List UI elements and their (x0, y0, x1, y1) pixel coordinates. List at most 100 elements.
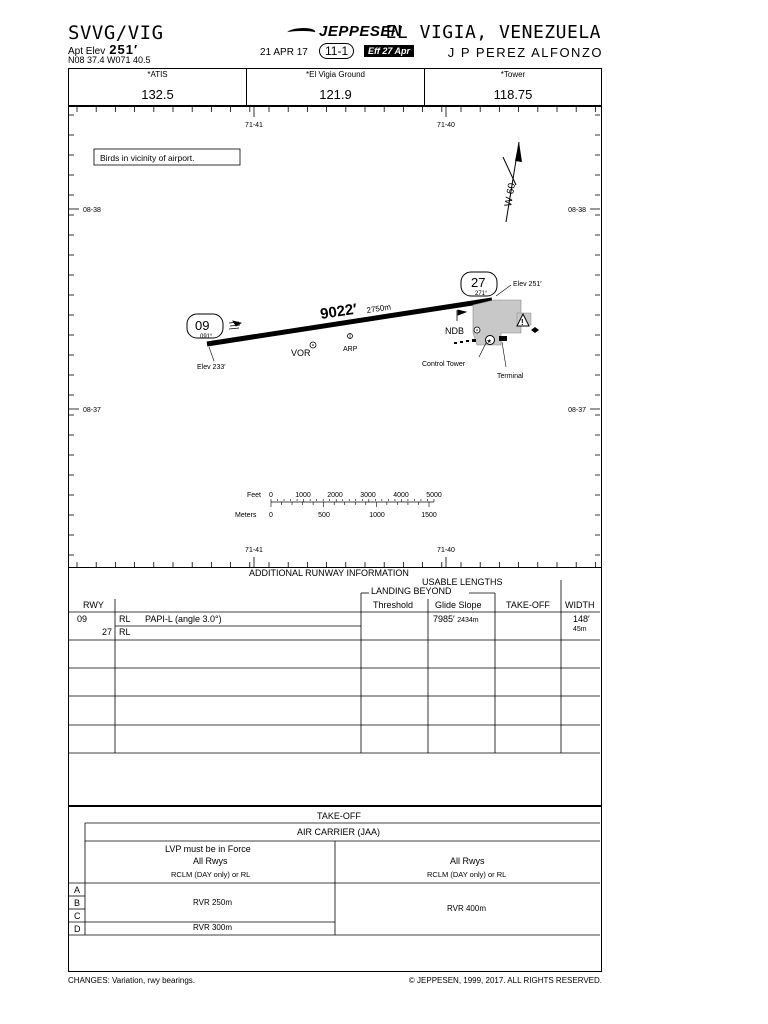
row-27-lights: RL (119, 627, 131, 637)
freq-value: 132.5 (141, 87, 174, 102)
airport-diagram-svg: 71-41 71-40 71-41 71-40 08-38 08-38 08-3… (69, 107, 600, 567)
scale-feet-tick: 1000 (295, 492, 311, 499)
bird-note-box (93, 148, 241, 166)
lon-label-bottom-2: 71-40 (437, 547, 455, 554)
scale-feet-label: Feet (247, 492, 261, 499)
vor-label: VOR (291, 348, 311, 358)
effective-date-badge: Eff 27 Apr (364, 45, 415, 57)
runway-09-27 (206, 297, 493, 347)
chart-page-id: 11-1 (319, 43, 355, 59)
brand-text: JEPPESEN (319, 23, 403, 40)
runway-length-ft: 9022′ (319, 301, 358, 323)
takeoff-title: TAKE-OFF (317, 811, 361, 821)
changes-note: CHANGES: Variation, rwy bearings. (68, 976, 196, 985)
airport-diagram: 71-41 71-40 71-41 71-40 08-38 08-38 08-3… (68, 106, 602, 568)
scale-feet-tick: 5000 (426, 492, 442, 499)
apt-elev-value: 251′ (109, 42, 139, 57)
copyright: © JEPPESEN, 1999, 2017. ALL RIGHTS RESER… (408, 976, 602, 985)
rwy-27-bearing: 271° (475, 291, 488, 297)
lon-label-top-2: 71-40 (437, 122, 455, 129)
rwy-27-label-box (460, 271, 498, 297)
scale-meters-label: Meters (235, 512, 257, 519)
lon-label-bottom-1: 71-41 (245, 547, 263, 554)
row-09-info: PAPI-L (angle 3.0°) (145, 614, 222, 624)
city-name: EL VIGIA, VENEZUELA (385, 22, 601, 43)
row-09-width-m: 45m (573, 626, 587, 633)
category-c: C (74, 911, 81, 921)
rwy-27-elev: Elev 251′ (513, 281, 542, 288)
category-b: B (74, 898, 81, 908)
freq-tower: *Tower 118.75 (425, 69, 601, 105)
apt-elev-label: Apt Elev (68, 46, 106, 57)
glide-slope-m: 2434m (457, 617, 479, 624)
airport-ident: SVVG/VIG (68, 22, 164, 44)
rvr-d: RVR 300m (193, 923, 232, 932)
warning-icon (516, 312, 530, 327)
apron-area (472, 299, 522, 346)
rwy-09-number: 09 (195, 318, 209, 333)
lat-label-right-1: 08-38 (568, 207, 586, 214)
chart-date: 21 APR 17 (260, 47, 308, 58)
control-tower-label: Control Tower (422, 361, 466, 368)
row-09-glide-slope: 7985′ 2434m (433, 614, 479, 624)
lat-label-left-1: 08-38 (83, 207, 101, 214)
magnetic-variation: W-60 (503, 182, 518, 208)
rvr-right: RVR 400m (447, 904, 486, 913)
lvp-header: LVP must be in Force (165, 844, 251, 854)
category-d: D (74, 924, 81, 934)
terminal-building-icon (499, 336, 507, 341)
scale-meter-tick: 1500 (421, 512, 437, 519)
right-all-rwys: All Rwys (450, 856, 485, 866)
left-all-rwys: All Rwys (193, 856, 228, 866)
freq-value: 118.75 (493, 87, 533, 102)
rwy-09-bearing: 091° (200, 334, 213, 340)
airport-name: J P PEREZ ALFONZO (447, 45, 603, 60)
rwy-09-elev: Elev 233′ (197, 364, 226, 371)
control-tower-icon (485, 335, 495, 345)
col-takeoff: TAKE-OFF (506, 600, 550, 610)
bird-note: Birds in vicinity of airport. (100, 153, 194, 163)
lat-label-left-2: 08-37 (83, 407, 101, 414)
scale-meter-tick: 0 (269, 512, 273, 519)
wind-sock-icon (456, 309, 468, 321)
row-09-lights: RL (119, 614, 131, 624)
row-09-rwy: 09 (77, 614, 88, 624)
scale-feet-tick: 0 (269, 492, 273, 499)
left-rclm: RCLM (DAY only) or RL (171, 870, 251, 879)
takeoff-subtitle: AIR CARRIER (JAA) (297, 827, 381, 837)
north-arrow-icon (502, 141, 522, 223)
swoosh-icon (284, 27, 318, 37)
freq-name: *El Vigia Ground (306, 70, 365, 79)
category-a: A (74, 885, 81, 895)
takeoff-minimums-table: TAKE-OFF AIR CARRIER (JAA) LVP must be i… (68, 806, 602, 972)
scale-feet-tick: 4000 (393, 492, 409, 499)
arp-label: ARP (343, 346, 358, 353)
freq-ground: *El Vigia Ground 121.9 (247, 69, 425, 105)
airport-coordinates: N08 37.4 W071 40.5 (68, 55, 151, 65)
usable-lengths-label: USABLE LENGTHS (422, 577, 503, 587)
rwy-09-label-box (186, 313, 224, 339)
glide-slope-ft: 7985′ (433, 614, 455, 624)
scale-meter-tick: 500 (318, 512, 330, 519)
svg-text:!: ! (521, 318, 524, 327)
landing-beyond-label: LANDING BEYOND (371, 586, 452, 596)
border-ticks (69, 107, 600, 567)
right-rclm: RCLM (DAY only) or RL (427, 870, 507, 879)
rvr-abc: RVR 250m (193, 898, 232, 907)
freq-atis: *ATIS 132.5 (69, 69, 247, 105)
runway-info-table: ADDITIONAL RUNWAY INFORMATION USABLE LEN… (68, 568, 602, 806)
rwy-27-number: 27 (471, 275, 485, 290)
freq-name: *ATIS (147, 70, 168, 79)
svg-text:★: ★ (487, 338, 492, 345)
scale-meter-tick: 1000 (369, 512, 385, 519)
row-27-rwy: 27 (102, 627, 113, 637)
lon-label-top-1: 71-41 (245, 122, 263, 129)
ndb-label: NDB (445, 326, 464, 336)
col-glide-slope: Glide Slope (435, 600, 482, 610)
frequency-box: *ATIS 132.5 *El Vigia Ground 121.9 *Towe… (68, 68, 602, 106)
freq-name: *Tower (500, 70, 526, 79)
terminal-label: Terminal (497, 373, 524, 380)
scale-feet-tick: 2000 (327, 492, 343, 499)
col-width: WIDTH (565, 600, 595, 610)
